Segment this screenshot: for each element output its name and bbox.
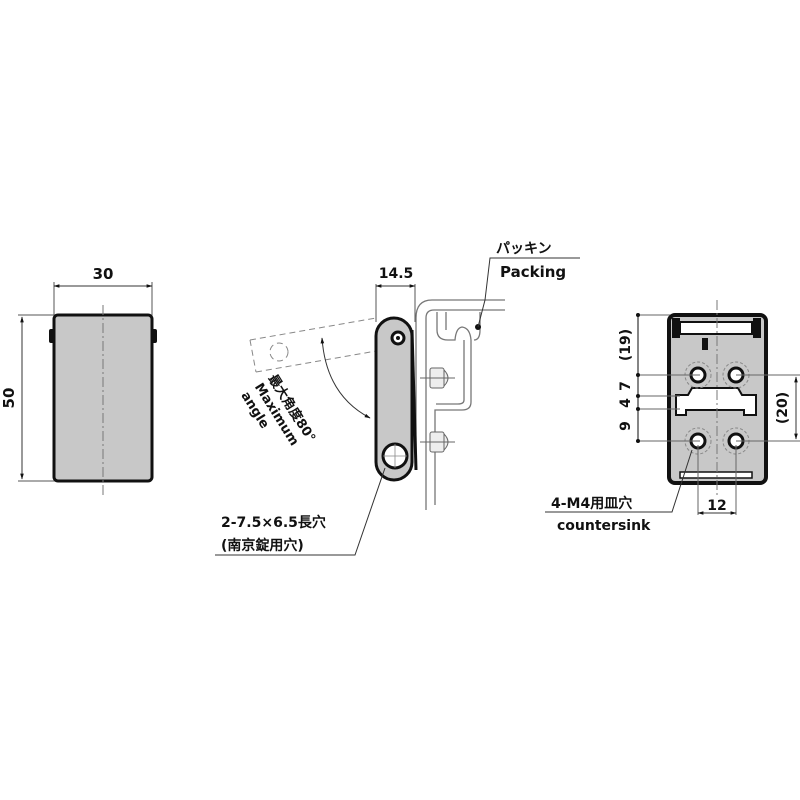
plate-edge: [410, 329, 418, 471]
top-corner-right: [753, 318, 761, 338]
panel-frame: [415, 299, 505, 510]
dim-4-label: 4: [618, 398, 634, 408]
slot-leader: [215, 467, 386, 556]
hinge-pin-right: [151, 329, 157, 343]
dim-7-label: 7: [618, 381, 634, 391]
pivot-center: [396, 336, 400, 340]
width-dimension-label: 30: [93, 265, 114, 283]
thickness-dimension-label: 14.5: [379, 266, 414, 282]
packing-label-jp: パッキン: [496, 241, 552, 257]
side-view: 14.5: [215, 241, 580, 556]
hole-en-label: countersink: [557, 518, 651, 534]
slot-spec-label: 2-7.5×6.5長穴: [221, 514, 326, 531]
mounting-bolts: [420, 367, 455, 453]
rear-view: (19) 7 4 9 (20) 12 4-M4用皿穴 countersink: [545, 300, 800, 534]
rear-extension-lines: [636, 314, 800, 442]
latch-plate-side: [374, 316, 414, 482]
top-corner-left: [672, 318, 680, 338]
angle-label: 最大角度80° Maximum angle: [237, 372, 318, 449]
height-dimension-label: 50: [0, 388, 18, 409]
middle-step: [675, 387, 757, 416]
dim-ticks: [636, 313, 640, 443]
hole-leader: [545, 449, 693, 513]
front-view: 30 50: [0, 265, 157, 495]
slot-note-label: (南京錠用穴): [221, 537, 304, 554]
bottom-slot: [679, 471, 753, 479]
hinge-pin-left: [49, 329, 55, 343]
angle-arc: [320, 337, 371, 419]
dim-19-label: (19): [618, 329, 634, 361]
hole-spec-label: 4-M4用皿穴: [551, 495, 632, 512]
dim-20-label: (20): [775, 392, 791, 424]
packing-leader: [477, 257, 580, 328]
top-slot: [679, 321, 753, 335]
tab: [702, 338, 708, 350]
dim-9-label: 9: [618, 421, 634, 431]
packing-label-en: Packing: [500, 263, 566, 281]
phantom-open-position: [249, 317, 383, 373]
dim-12-label: 12: [707, 498, 726, 514]
